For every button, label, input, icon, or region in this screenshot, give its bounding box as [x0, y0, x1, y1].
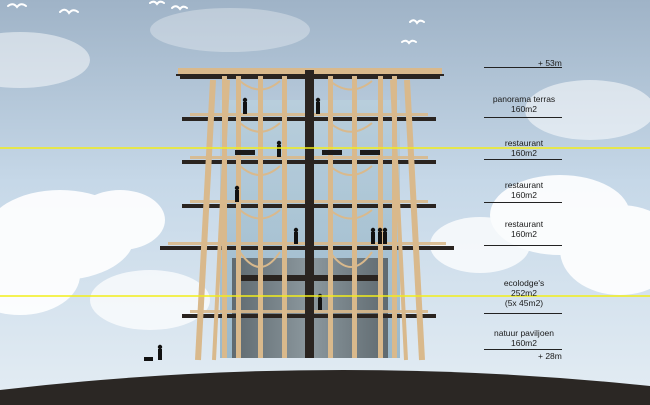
floor-line: [484, 313, 562, 314]
floor-name: natuur paviljoen: [493, 328, 554, 338]
walker-head: [157, 344, 163, 350]
bird-icon: [59, 8, 79, 15]
central-column: [305, 70, 314, 358]
bird-icon: [171, 5, 188, 11]
cloud: [0, 32, 90, 88]
person-body: [294, 232, 298, 244]
floor-area: 160m2: [511, 148, 537, 158]
cloud: [75, 190, 165, 250]
timber-brace: [239, 251, 281, 268]
walker-body: [158, 349, 162, 360]
floor-label-paviljoen: natuur paviljoen 160m2: [454, 328, 594, 348]
floor-name: ecolodge's: [503, 278, 545, 288]
elevation-top-line: [484, 67, 562, 68]
floor-area: 160m2: [511, 229, 537, 239]
cloud: [150, 8, 310, 52]
floor-line: [484, 202, 562, 203]
timber-column: [258, 76, 263, 358]
elevation-top-label: + 53m: [538, 58, 562, 68]
timber-brace: [239, 209, 281, 220]
timber-brace: [329, 80, 373, 91]
timber-brace: [329, 122, 373, 133]
person-head: [234, 185, 240, 191]
person-head: [276, 140, 282, 146]
outer-leg-left: [195, 79, 216, 361]
person-head: [370, 227, 376, 233]
restaurant-table: [322, 150, 342, 155]
restaurant-table: [235, 150, 255, 155]
person-body: [235, 190, 239, 202]
timber-column: [392, 76, 397, 358]
timber-column: [236, 76, 241, 358]
elevation-bottom-line: [484, 349, 562, 350]
floor-label-ecolodges: ecolodge's 252m2 (5x 45m2): [454, 278, 594, 308]
observation-tower: [144, 68, 454, 361]
person-body: [318, 298, 322, 310]
elevation-bottom-label: + 28m: [538, 351, 562, 361]
timber-brace: [329, 251, 373, 268]
floor-name: restaurant: [504, 219, 544, 229]
person-body: [383, 232, 387, 244]
person-body: [378, 232, 382, 244]
timber-column: [378, 76, 383, 358]
clouds: [0, 8, 650, 330]
bird-icon: [7, 3, 27, 9]
floor-line: [484, 117, 562, 118]
timber-column: [352, 76, 357, 358]
ground-hill: [0, 369, 650, 405]
person-head: [377, 227, 383, 233]
bird-icon: [409, 19, 425, 25]
floor-area: 160m2: [511, 338, 537, 348]
floor-area: 160m2: [511, 190, 537, 200]
floor-name: restaurant: [504, 180, 544, 190]
floor-label-restaurant-3: restaurant 160m2: [454, 219, 594, 239]
floor-name: panorama terras: [492, 94, 556, 104]
timber-brace: [329, 165, 373, 176]
timber-column: [282, 76, 287, 358]
timber-column: [222, 76, 227, 358]
floor-note: (5x 45m2): [504, 298, 544, 308]
floor-area: 252m2: [511, 288, 537, 298]
person-body: [316, 102, 320, 114]
dog-body: [144, 357, 153, 361]
person-body: [243, 102, 247, 114]
floor-label-panorama: panorama terras 160m2: [454, 94, 594, 114]
floor-line: [484, 245, 562, 246]
floor-area: 160m2: [511, 104, 537, 114]
person-body: [371, 232, 375, 244]
timber-brace: [329, 209, 373, 220]
person-head: [315, 97, 321, 103]
floor-label-restaurant-1: restaurant 160m2: [454, 138, 594, 158]
floor-label-restaurant-2: restaurant 160m2: [454, 180, 594, 200]
floor-line: [484, 159, 562, 160]
cloud: [430, 217, 530, 273]
inner-leg-right: [390, 79, 408, 361]
restaurant-table: [360, 150, 380, 155]
timber-brace: [239, 165, 281, 176]
person-body: [277, 145, 281, 157]
timber-brace: [239, 122, 281, 133]
cloud: [560, 205, 650, 295]
birds: [7, 0, 425, 45]
cloud: [90, 270, 210, 330]
bird-icon: [149, 0, 165, 6]
inner-leg-left: [212, 79, 230, 361]
person-head: [382, 227, 388, 233]
timber-column: [328, 76, 333, 358]
person-head: [293, 227, 299, 233]
person-head: [242, 97, 248, 103]
bird-icon: [401, 39, 417, 45]
cloud: [0, 235, 80, 315]
outer-leg-right: [404, 79, 425, 361]
cloud: [525, 80, 650, 140]
timber-brace: [239, 80, 281, 91]
floor-name: restaurant: [504, 138, 544, 148]
